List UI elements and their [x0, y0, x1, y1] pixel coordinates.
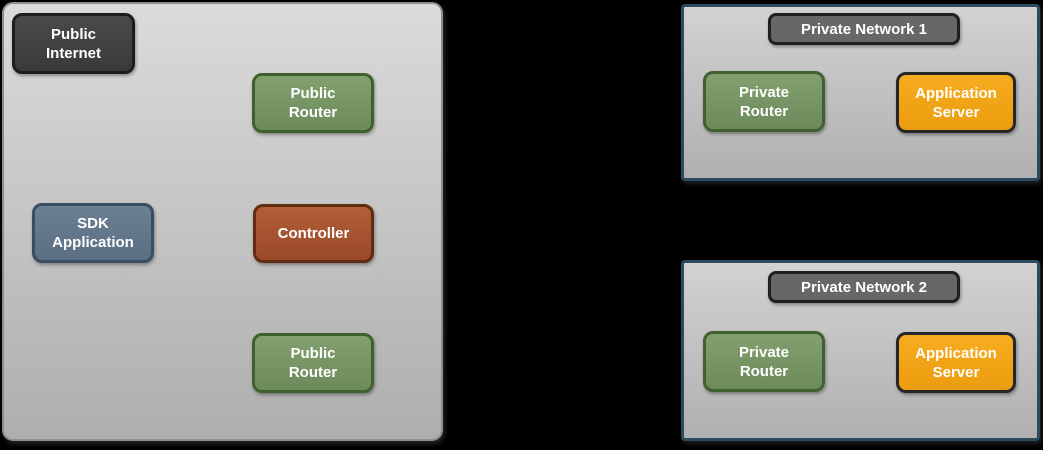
node-pn1-private-router-label: Private Router — [738, 83, 790, 120]
private-network-2-container: Private Network 2 Private Router Applica… — [681, 260, 1040, 441]
private-network-1-title: Private Network 1 — [768, 13, 960, 45]
node-public-router-bottom: Public Router — [252, 333, 374, 393]
node-pn2-private-router: Private Router — [703, 331, 825, 392]
node-public-internet-label: Public Internet — [45, 25, 101, 62]
node-pn1-application-server-label: Application Server — [915, 84, 997, 121]
node-public-internet: Public Internet — [12, 13, 135, 74]
node-public-router-bottom-label: Public Router — [288, 345, 338, 381]
node-pn2-private-router-label: Private Router — [738, 343, 790, 380]
node-controller-label: Controller — [277, 225, 350, 242]
node-pn1-private-router: Private Router — [703, 71, 825, 132]
node-controller: Controller — [253, 204, 374, 263]
node-pn2-application-server-label: Application Server — [915, 344, 997, 381]
node-sdk-application-label: SDK Application — [52, 215, 134, 251]
public-area-container: Public Internet Public Router SDK Applic… — [2, 2, 443, 441]
node-sdk-application: SDK Application — [32, 203, 154, 263]
node-pn2-application-server: Application Server — [896, 332, 1016, 393]
node-pn1-application-server: Application Server — [896, 72, 1016, 133]
node-public-router-top-label: Public Router — [288, 85, 338, 121]
private-network-2-title: Private Network 2 — [768, 271, 960, 303]
node-public-router-top: Public Router — [252, 73, 374, 133]
private-network-2-title-label: Private Network 2 — [801, 278, 927, 296]
private-network-1-container: Private Network 1 Private Router Applica… — [681, 4, 1040, 181]
private-network-1-title-label: Private Network 1 — [801, 20, 927, 38]
